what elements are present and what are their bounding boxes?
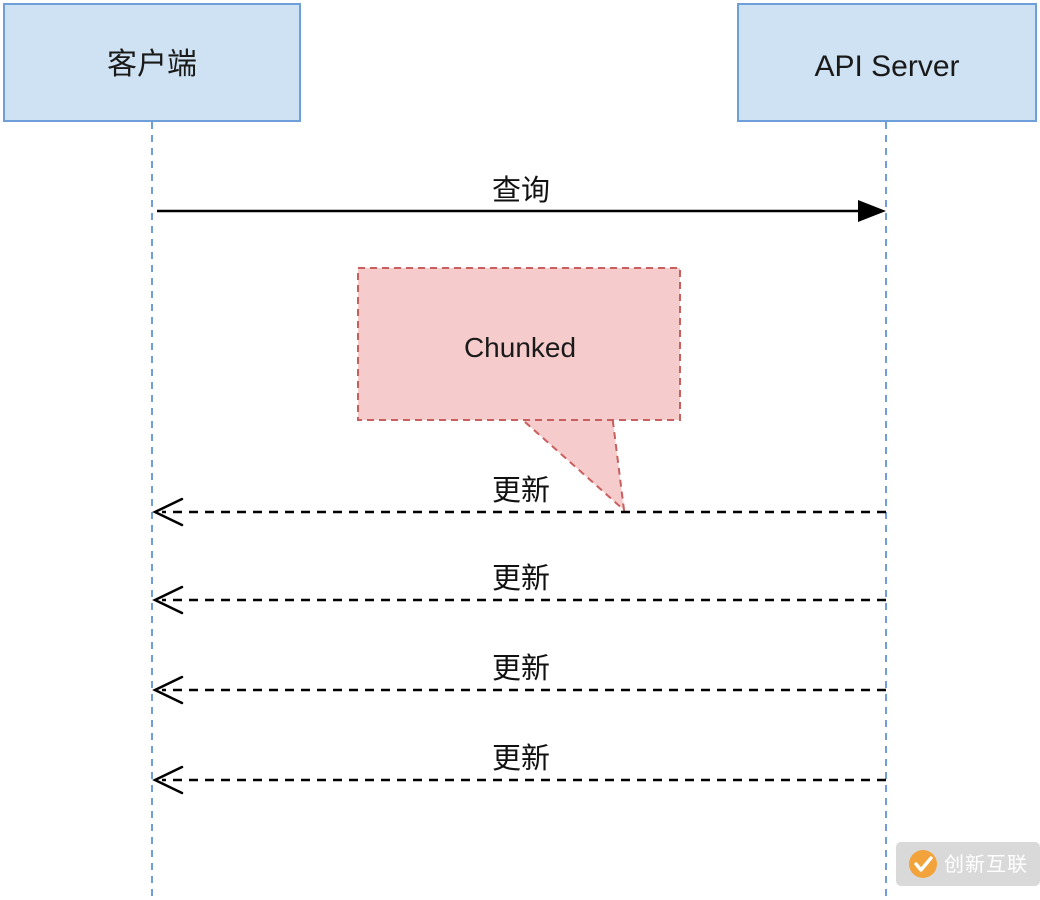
message-query-label: 查询 (492, 174, 550, 207)
message-query-arrowhead-icon (858, 200, 886, 222)
message-update-2-arrowhead-icon (152, 585, 184, 615)
message-update-4-label: 更新 (492, 742, 550, 775)
message-update-1: 更新 (152, 474, 886, 527)
note-chunked-label: Chunked (464, 332, 576, 363)
message-update-2: 更新 (152, 562, 886, 615)
watermark-background (896, 842, 1040, 886)
watermark-logo-icon (909, 850, 937, 878)
note-chunked-box (357, 267, 681, 421)
actor-client-label: 客户端 (107, 48, 197, 81)
message-update-3-label: 更新 (492, 652, 550, 685)
message-update-1-label: 更新 (492, 474, 550, 507)
message-query: 查询 (157, 174, 886, 222)
actor-client-box (3, 3, 301, 122)
message-update-3: 更新 (152, 652, 886, 705)
watermark-check-icon (914, 856, 933, 872)
message-update-1-arrowhead-icon (152, 497, 184, 527)
message-update-2-label: 更新 (492, 562, 550, 595)
watermark-text: 创新互联 (944, 853, 1028, 876)
actor-server-box (737, 3, 1037, 122)
actor-client: 客户端 (3, 3, 301, 122)
actor-server: API Server (737, 3, 1037, 122)
note-chunked: Chunked (357, 267, 681, 513)
message-update-3-arrowhead-icon (152, 675, 184, 705)
watermark: 创新互联 (896, 842, 1040, 886)
message-update-4-arrowhead-icon (152, 765, 184, 795)
message-update-4: 更新 (152, 742, 886, 795)
actor-server-label: API Server (814, 50, 959, 83)
